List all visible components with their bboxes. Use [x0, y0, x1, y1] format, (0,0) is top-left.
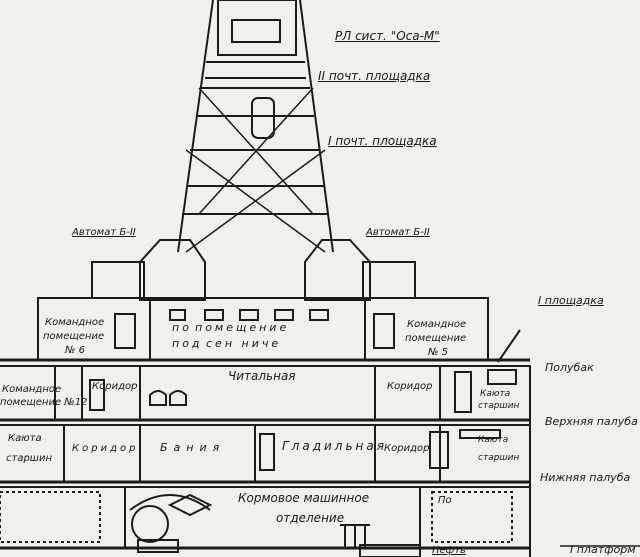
label-platform-1: I почт. площадка: [328, 134, 437, 148]
room-cabin-right-l2: старшин: [478, 401, 520, 411]
label-forecastle: Полубак: [545, 361, 594, 374]
room-corridor-4: Коридор: [384, 443, 430, 454]
superstructure-outline: [37, 297, 489, 360]
room-storage-l2: помещение: [195, 321, 290, 334]
room-oil: Нефть: [432, 545, 466, 556]
label-lower-deck: Нижняя палуба: [540, 471, 631, 484]
label-platform-side: I площадка: [538, 294, 604, 307]
label-gun-right: Автомат Б-II: [366, 227, 430, 238]
label-platform-2: II почт. площадка: [318, 69, 431, 83]
room-command-6-l1: Командное: [45, 317, 105, 328]
room-command-6-l3: № 6: [65, 345, 85, 356]
label-upper-deck: Верхняя палуба: [545, 415, 638, 428]
room-command-5-l3: № 5: [428, 347, 448, 358]
room-cabin-left-l1: Каюта: [8, 433, 42, 444]
engine-drum: [131, 505, 169, 543]
room-corridor-3: Коридор: [72, 443, 139, 454]
room-bath: Бания: [160, 441, 226, 454]
label-platform: I платформ: [570, 543, 636, 556]
room-storage-l3: под: [172, 337, 203, 350]
room-engine-l2: отделение: [276, 511, 345, 525]
room-cabin-right2-l1: Каюта: [478, 435, 509, 445]
room-po: По: [438, 495, 452, 506]
room-engine-l1: Кормовое машинное: [238, 491, 370, 505]
gun-mount-right: [304, 239, 371, 301]
room-command-6-l2: помещение: [43, 331, 105, 342]
gun-mount-left: [139, 239, 206, 301]
room-storage-l4: сен ниче: [206, 337, 282, 350]
room-command-5-l1: Командное: [407, 319, 467, 330]
room-cabin-right-l1: Каюта: [480, 389, 511, 399]
mast-right-leg: [299, 0, 334, 253]
room-command-5-l2: помещение: [405, 333, 467, 344]
room-ironing: Гладильная: [282, 439, 387, 453]
room-command-12-l1: Командное: [2, 384, 62, 395]
room-corridor-1: Коридор: [92, 381, 138, 392]
label-radar-system: РЛ сист. "Оса-М": [335, 29, 440, 43]
room-storage-l1: по: [172, 321, 192, 334]
radar-top-box: [217, 0, 297, 56]
room-corridor-2: Коридор: [387, 381, 433, 392]
room-cabin-left-l2: старшин: [6, 453, 52, 464]
room-cabin-right2-l2: старшин: [478, 453, 520, 463]
label-gun-left: Автомат Б-II: [72, 227, 136, 238]
room-command-12-l2: помещение №12: [0, 397, 88, 408]
hull-side: [505, 365, 531, 557]
mast-left-leg: [177, 0, 214, 253]
room-reading: Читальная: [228, 369, 296, 383]
